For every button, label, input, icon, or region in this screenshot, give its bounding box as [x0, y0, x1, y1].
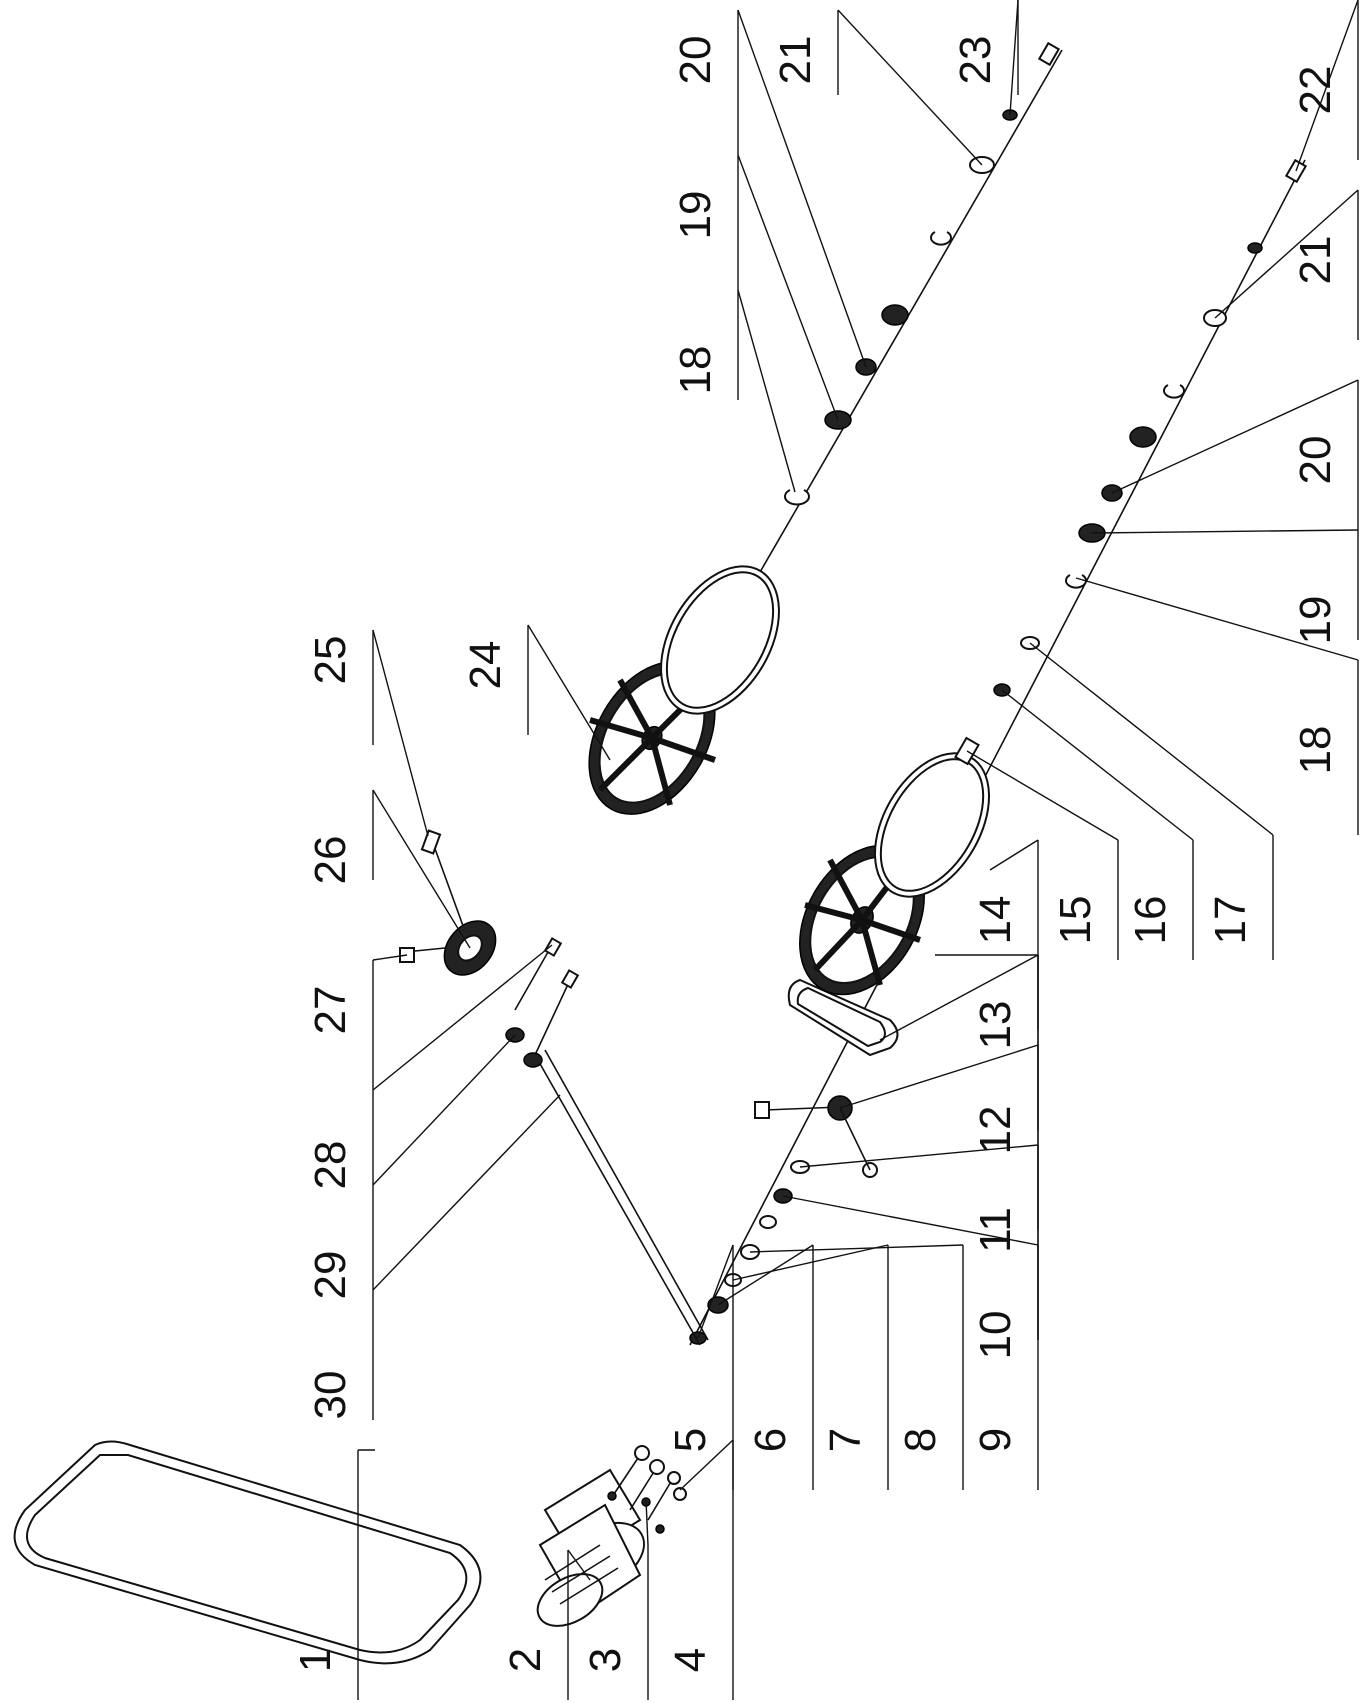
parts-25-27-hub — [399, 829, 497, 976]
leader-line-16 — [1001, 689, 1194, 841]
leader-line-14 — [989, 839, 1039, 871]
callout-8: 8 — [896, 1428, 945, 1452]
leader-line-8 — [749, 1244, 964, 1253]
callout-12: 12 — [971, 1106, 1020, 1155]
callout-19: 19 — [671, 191, 720, 240]
callout-27: 27 — [306, 986, 355, 1035]
leader-line-19 — [1091, 529, 1359, 534]
leader-line-6 — [717, 1244, 814, 1306]
leader-line-21 — [1214, 189, 1359, 319]
callout-21: 21 — [771, 36, 820, 85]
leader-line-24 — [527, 624, 611, 761]
leader-line-4 — [679, 1439, 734, 1491]
part-12-small-belt — [787, 978, 899, 1057]
callout-29: 29 — [306, 1251, 355, 1300]
callout-9: 9 — [971, 1428, 1020, 1452]
leader-line-23 — [1009, 0, 1019, 116]
upper-small-parts — [784, 41, 1061, 506]
part-1-belt-loop — [13, 1440, 482, 1665]
leader-line-28 — [372, 944, 553, 1091]
lower-shaft-axis — [689, 159, 1306, 1346]
leader-line-5 — [697, 1244, 734, 1339]
callout-6: 6 — [746, 1428, 795, 1452]
callout-17: 17 — [1206, 896, 1255, 945]
callout-20: 20 — [671, 36, 720, 85]
leader-line-30 — [372, 1094, 561, 1291]
callout-14: 14 — [971, 896, 1020, 945]
callout-2: 2 — [501, 1648, 550, 1672]
leader-line-10 — [799, 1144, 1039, 1168]
callout-5: 5 — [666, 1428, 715, 1452]
callout-26: 26 — [306, 836, 355, 885]
leader-line-9 — [782, 1195, 1039, 1246]
leader-line-7 — [732, 1244, 889, 1281]
callout-28: 28 — [306, 1141, 355, 1190]
leader-line-26 — [372, 789, 471, 949]
callout-11: 11 — [971, 1207, 1020, 1253]
part-2-motor — [536, 1468, 645, 1627]
leader-line-15 — [966, 750, 1119, 841]
callout-16: 16 — [1126, 896, 1175, 945]
leader-line-18 — [1075, 577, 1359, 661]
leader-line-21 — [837, 9, 983, 166]
leader-line-22 — [1295, 0, 1359, 172]
leader-line-3 — [645, 1499, 649, 1546]
callout-20: 20 — [1291, 436, 1340, 485]
upper-ring — [660, 565, 780, 715]
callout-22: 22 — [1291, 66, 1340, 115]
part-3-fasteners — [607, 1445, 687, 1534]
callout-23: 23 — [951, 36, 1000, 85]
part-14-lower-ring — [874, 752, 990, 898]
leader-line-11 — [839, 1044, 1039, 1109]
callout-10: 10 — [971, 1311, 1020, 1360]
callout-13: 13 — [971, 1001, 1020, 1050]
callout-21: 21 — [1291, 236, 1340, 285]
leader-line-17 — [1029, 642, 1274, 836]
leader-line-20 — [1111, 379, 1359, 494]
parts-28-30-rods — [505, 937, 709, 1346]
callout-24: 24 — [461, 641, 510, 690]
callout-19: 19 — [1291, 596, 1340, 645]
leader-line-2 — [567, 1549, 591, 1581]
callout-18: 18 — [671, 346, 720, 395]
callout-15: 15 — [1051, 896, 1100, 945]
parts-15-22-lower-small-parts — [954, 158, 1308, 766]
callout-25: 25 — [306, 636, 355, 685]
part-11-idler — [754, 1095, 878, 1178]
leader-line-19 — [737, 154, 839, 421]
leader-line-18 — [737, 289, 796, 493]
parts-5-10-bearing-stack — [689, 1160, 810, 1345]
callout-4: 4 — [666, 1648, 715, 1672]
callout-18: 18 — [1291, 726, 1340, 775]
leader-line-25 — [372, 629, 429, 837]
leader-line-29 — [372, 1034, 516, 1186]
leader-line-20 — [737, 9, 867, 368]
callout-1: 1 — [291, 1648, 340, 1672]
callout-3: 3 — [581, 1648, 630, 1672]
callout-30: 30 — [306, 1371, 355, 1420]
leader-line-27 — [372, 954, 408, 961]
leader-line-12 — [879, 954, 1039, 1041]
callout-7: 7 — [821, 1428, 870, 1452]
